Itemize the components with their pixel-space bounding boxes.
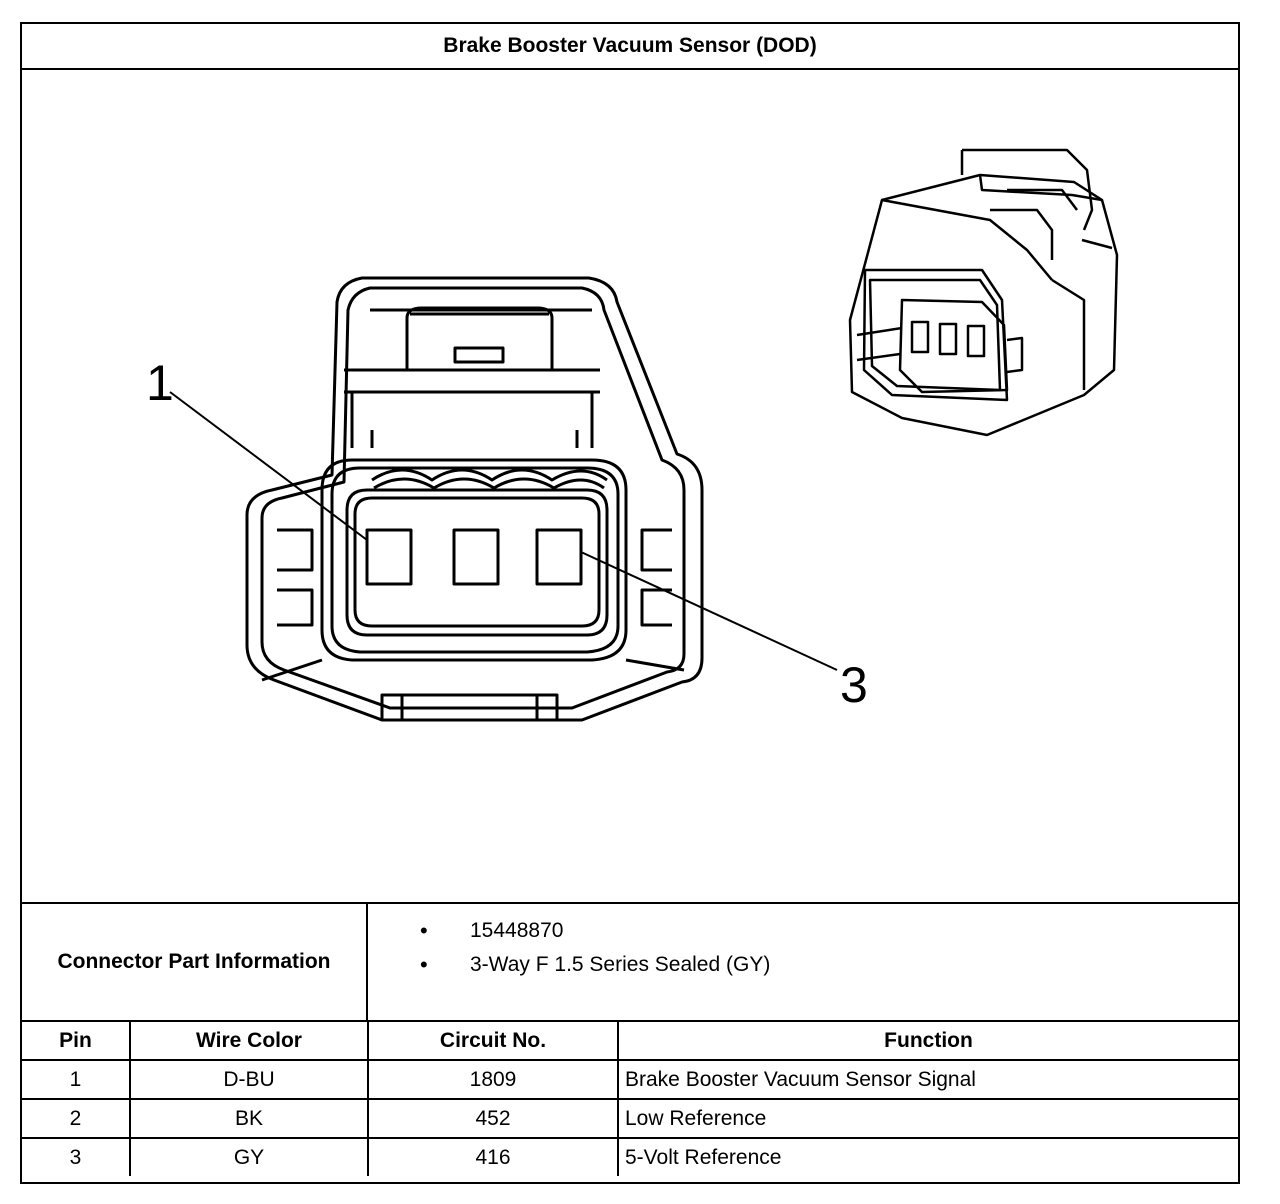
pin-cavity-3 <box>535 528 583 586</box>
pin-cell: 2 <box>22 1098 131 1139</box>
pin-cell: 3 <box>22 1137 131 1176</box>
table-row: 1 D-BU 1809 Brake Booster Vacuum Sensor … <box>22 1059 1238 1100</box>
seal-ring <box>320 458 628 662</box>
connector-part-info: Connector Part Information 15448870 3-Wa… <box>22 902 1238 1020</box>
page-title: Brake Booster Vacuum Sensor (DOD) <box>22 24 1238 70</box>
function-cell: Brake Booster Vacuum Sensor Signal <box>617 1059 1238 1100</box>
connector-page-frame: Brake Booster Vacuum Sensor (DOD) <box>20 22 1240 1184</box>
leader-line-pin-3 <box>580 551 838 671</box>
part-number: 15448870 <box>420 914 770 948</box>
header-function: Function <box>617 1020 1238 1061</box>
wire-color-cell: D-BU <box>129 1059 369 1100</box>
connector-inner-shell <box>260 286 686 710</box>
terminal-housing <box>345 488 609 637</box>
wire-color-cell: BK <box>129 1098 369 1139</box>
wire-color-cell: GY <box>129 1137 369 1176</box>
leader-line-pin-1 <box>169 391 368 541</box>
function-cell: 5-Volt Reference <box>617 1137 1238 1176</box>
pin-table: Pin Wire Color Circuit No. Function 1 D-… <box>22 1020 1238 1176</box>
connector-part-info-label: Connector Part Information <box>22 904 368 1020</box>
connector-part-info-list: 15448870 3-Way F 1.5 Series Sealed (GY) <box>420 914 770 982</box>
connector-description: 3-Way F 1.5 Series Sealed (GY) <box>420 948 770 982</box>
header-wire-color: Wire Color <box>129 1020 369 1061</box>
circuit-no-cell: 452 <box>367 1098 619 1139</box>
pin-cavity-1 <box>365 528 413 586</box>
function-cell: Low Reference <box>617 1098 1238 1139</box>
pin-cavity-2 <box>452 528 500 586</box>
pin-label-3: 3 <box>840 657 868 713</box>
table-row: 3 GY 416 5-Volt Reference <box>22 1137 1238 1176</box>
connector-diagram: 1 3 <box>22 70 1238 902</box>
connector-drawing: 1 3 <box>146 148 1119 722</box>
connector-iso-view <box>848 148 1119 437</box>
pin-label-1: 1 <box>146 355 174 411</box>
header-circuit-no: Circuit No. <box>367 1020 619 1061</box>
header-pin: Pin <box>22 1020 131 1061</box>
circuit-no-cell: 1809 <box>367 1059 619 1100</box>
table-row: 2 BK 452 Low Reference <box>22 1098 1238 1139</box>
circuit-no-cell: 416 <box>367 1137 619 1176</box>
pin-cell: 1 <box>22 1059 131 1100</box>
pin-table-header: Pin Wire Color Circuit No. Function <box>22 1020 1238 1061</box>
bottom-key <box>380 693 559 720</box>
